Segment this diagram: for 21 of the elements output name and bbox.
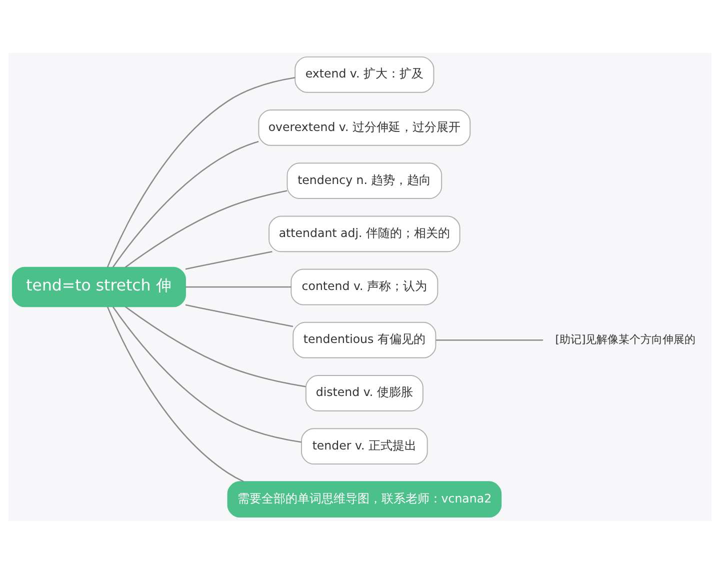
node-box: tendentious 有偏见的 <box>292 322 436 358</box>
connector <box>112 140 259 268</box>
connector <box>185 250 272 270</box>
connector <box>436 339 544 341</box>
connector <box>125 190 288 268</box>
node-box: attendant adj. 伴随的；相关的 <box>268 216 460 252</box>
node-box: extend v. 扩大：扩及 <box>294 56 434 93</box>
node-box: tendency n. 趋势，趋向 <box>286 162 442 199</box>
node-box: 需要全部的单词思维导图，联系老师：vcnana2 <box>227 481 502 518</box>
connector <box>185 304 294 328</box>
node-box: distend v. 使膨胀 <box>305 375 424 412</box>
node-box: contend v. 声称；认为 <box>290 268 438 306</box>
connector <box>186 286 292 288</box>
node-box: tender v. 正式提出 <box>301 428 428 464</box>
node-box: tend=to stretch 伸 <box>12 266 186 308</box>
connector <box>106 306 244 482</box>
connector <box>106 77 296 268</box>
node-box: overextend v. 过分伸延，过分展开 <box>258 110 471 146</box>
connector <box>125 306 306 388</box>
connector <box>112 306 302 443</box>
node-text: [助记]见解像某个方向伸展的 <box>555 332 696 346</box>
